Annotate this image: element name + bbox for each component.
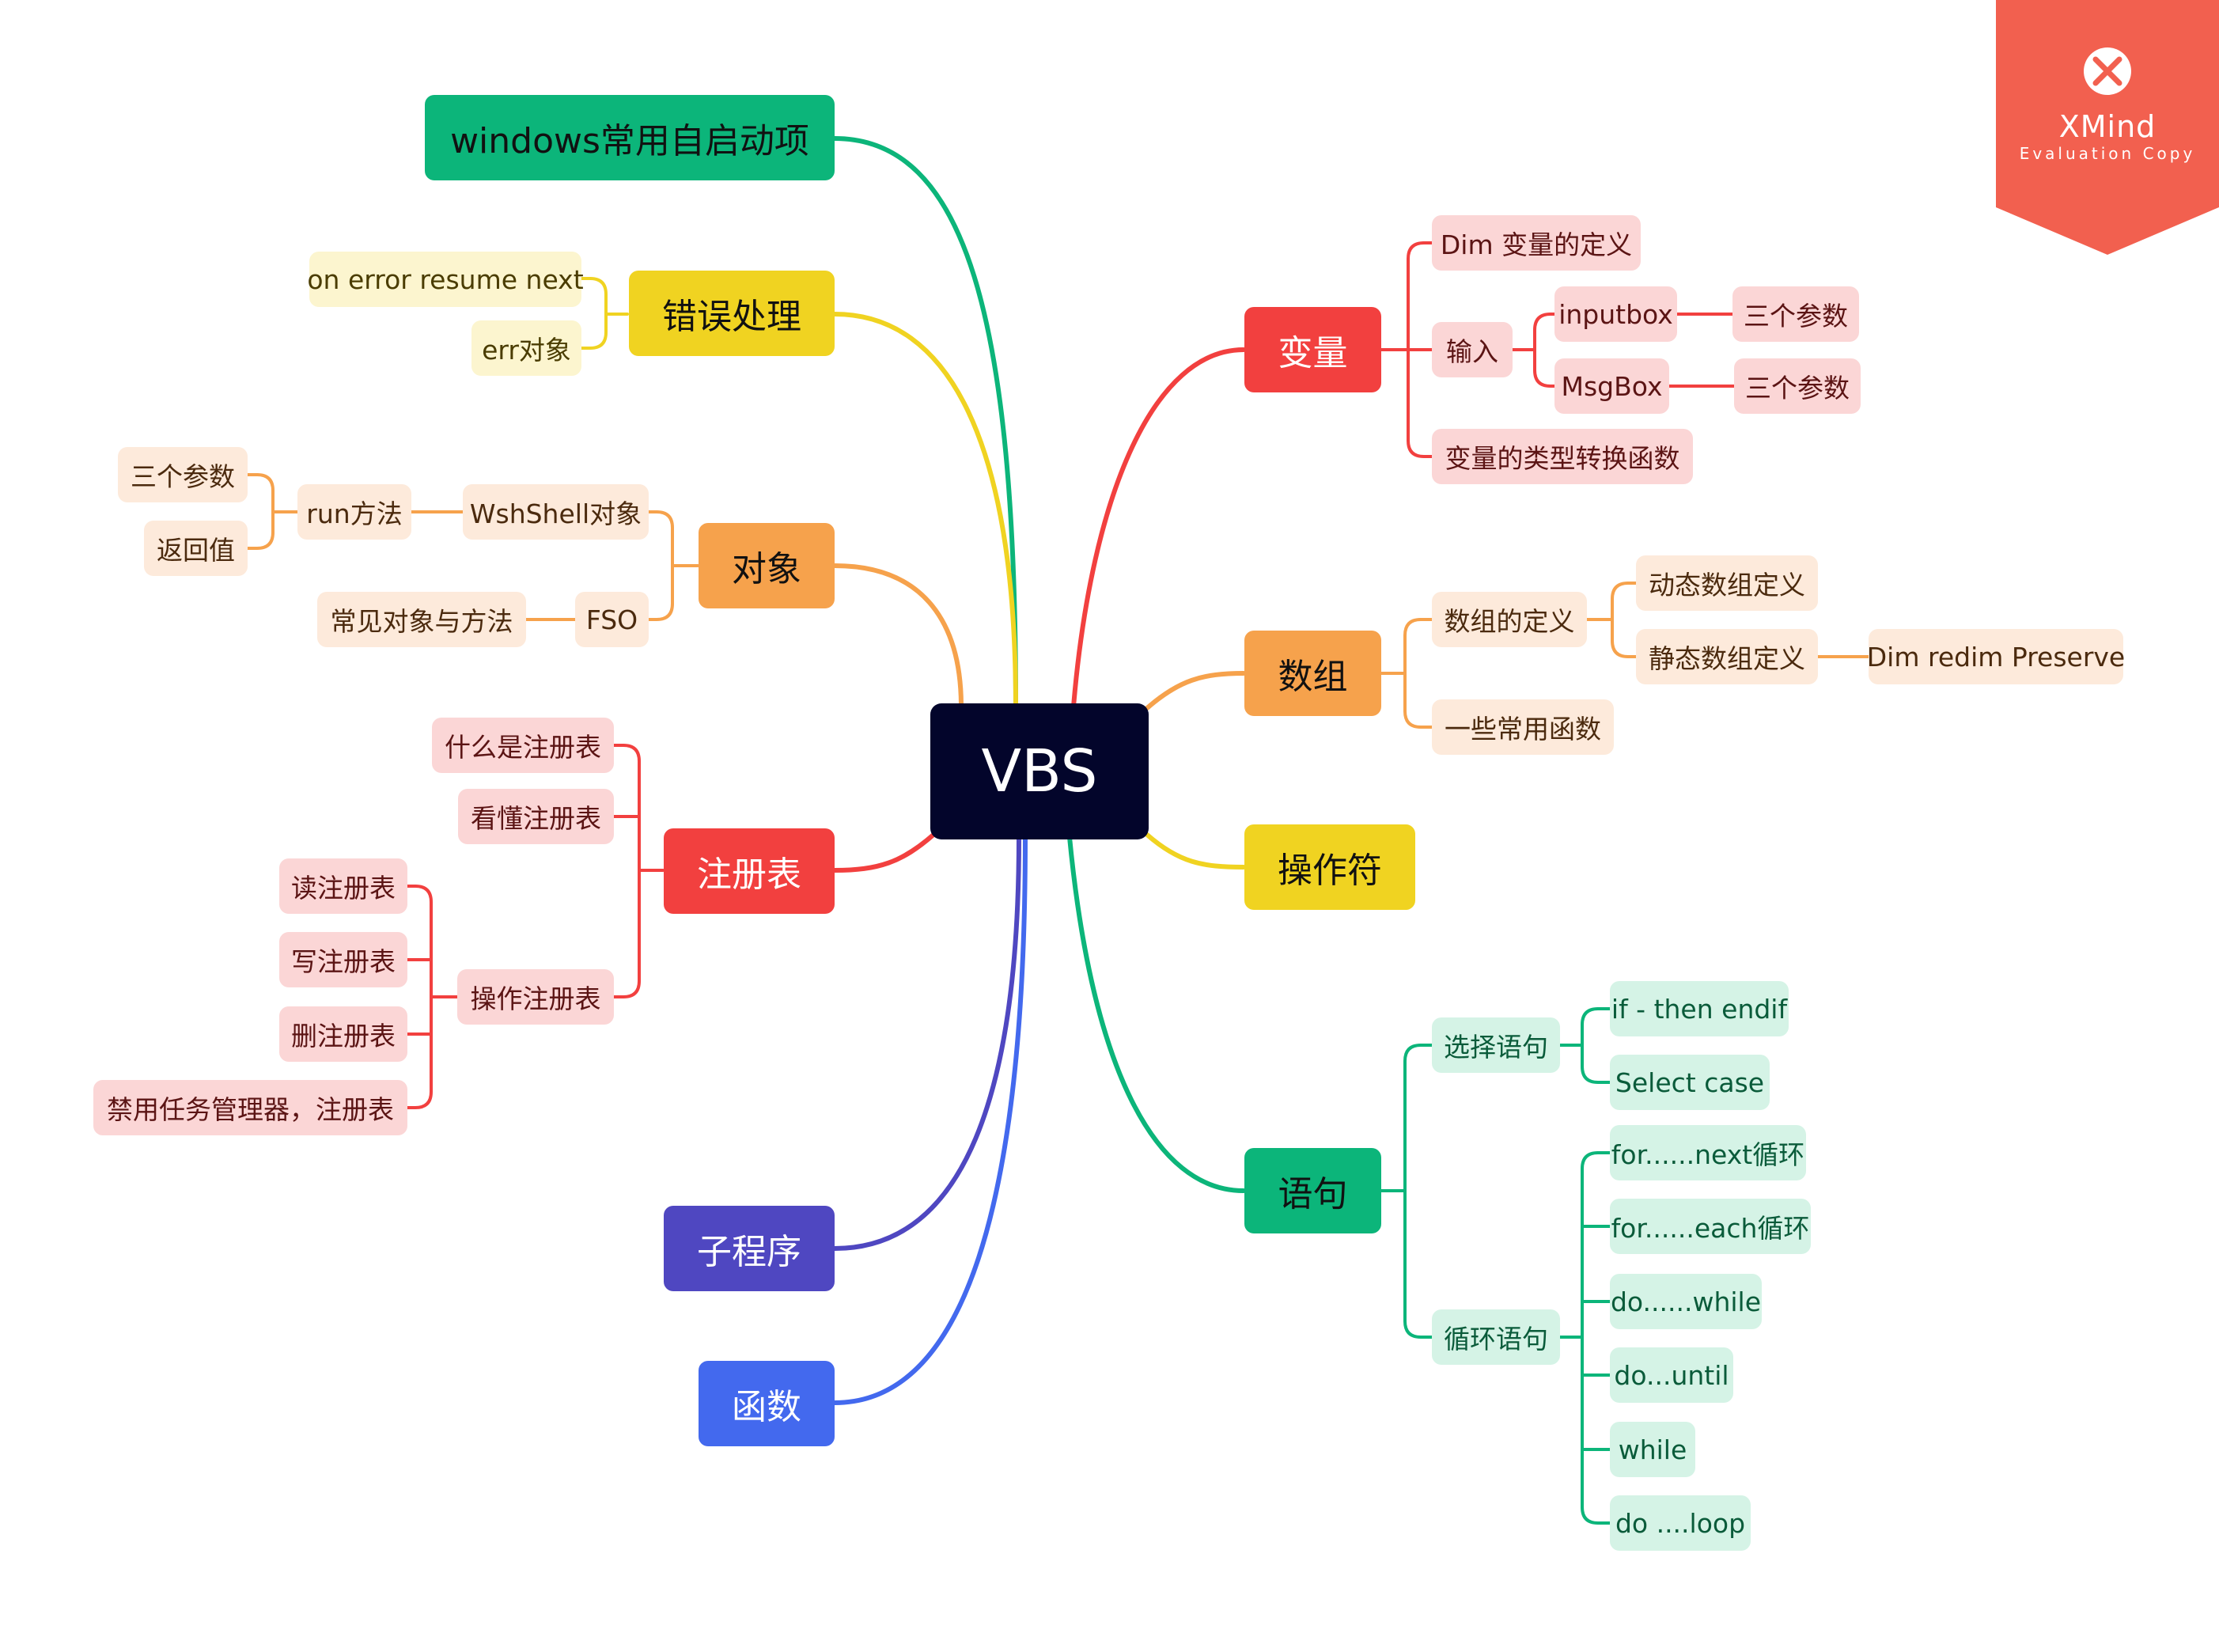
variable-dim[interactable]: Dim 变量的定义 (1432, 215, 1641, 271)
topic-function[interactable]: 函数 (699, 1361, 835, 1446)
xmind-watermark: XMind Evaluation Copy (1996, 0, 2219, 255)
object-wshshell[interactable]: WshShell对象 (463, 484, 649, 540)
central-topic[interactable]: VBS (930, 703, 1149, 839)
loop-for-next[interactable]: for......next循环 (1610, 1125, 1806, 1180)
topic-array[interactable]: 数组 (1244, 631, 1381, 716)
watermark-brand: XMind (2058, 109, 2157, 144)
registry-write[interactable]: 写注册表 (279, 932, 407, 987)
loop-do-until[interactable]: do...until (1610, 1347, 1733, 1403)
loop-while[interactable]: while (1610, 1422, 1695, 1477)
topic-operator[interactable]: 操作符 (1244, 824, 1415, 910)
run-three-params[interactable]: 三个参数 (118, 447, 248, 502)
topic-variable[interactable]: 变量 (1244, 307, 1381, 392)
branch-line-object (832, 563, 964, 709)
topic-object[interactable]: 对象 (699, 523, 835, 608)
branch-line-statement (1067, 835, 1246, 1193)
array-dynamic-def[interactable]: 动态数组定义 (1636, 555, 1818, 611)
statement-loop[interactable]: 循环语句 (1432, 1309, 1560, 1365)
loop-for-each[interactable]: for......each循环 (1610, 1199, 1811, 1254)
error-item-resume-next[interactable]: on error resume next (307, 252, 584, 307)
topic-startup[interactable]: windows常用自启动项 (425, 95, 835, 180)
xmind-logo-icon (2084, 47, 2131, 95)
branch-line-error (832, 312, 1018, 709)
error-item-err-object[interactable]: err对象 (471, 320, 581, 376)
registry-delete[interactable]: 删注册表 (279, 1006, 407, 1062)
fso-common-objects[interactable]: 常见对象与方法 (317, 592, 526, 647)
topic-registry[interactable]: 注册表 (664, 828, 835, 914)
branch-line-array (1145, 671, 1246, 710)
topic-error-handling[interactable]: 错误处理 (629, 271, 835, 356)
array-common-functions[interactable]: 一些常用函数 (1432, 699, 1614, 755)
registry-disable-taskmgr[interactable]: 禁用任务管理器，注册表 (93, 1080, 407, 1135)
array-static-def[interactable]: 静态数组定义 (1636, 629, 1818, 684)
run-return-value[interactable]: 返回值 (144, 521, 248, 576)
array-definition[interactable]: 数组的定义 (1432, 592, 1587, 647)
select-select-case[interactable]: Select case (1610, 1055, 1770, 1110)
inputbox-three-params[interactable]: 三个参数 (1732, 286, 1859, 342)
registry-understand[interactable]: 看懂注册表 (458, 789, 614, 844)
variable-convert[interactable]: 变量的类型转换函数 (1432, 429, 1693, 484)
topic-subroutine[interactable]: 子程序 (664, 1206, 835, 1291)
branch-line-variable (1071, 347, 1246, 709)
registry-operate[interactable]: 操作注册表 (457, 969, 614, 1025)
branch-line-function (832, 835, 1028, 1405)
input-inputbox[interactable]: inputbox (1554, 286, 1677, 342)
registry-what-is[interactable]: 什么是注册表 (432, 718, 614, 773)
statement-select[interactable]: 选择语句 (1432, 1017, 1560, 1073)
topic-statement[interactable]: 语句 (1244, 1148, 1381, 1233)
registry-read[interactable]: 读注册表 (279, 858, 407, 914)
select-if-then-endif[interactable]: if - then endif (1610, 981, 1789, 1036)
object-fso[interactable]: FSO (575, 592, 649, 647)
loop-do-while[interactable]: do......while (1610, 1274, 1762, 1329)
branch-line-registry (832, 832, 936, 873)
input-msgbox[interactable]: MsgBox (1554, 358, 1669, 414)
watermark-note: Evaluation Copy (2019, 144, 2196, 163)
branch-line-subroutine (832, 835, 1021, 1251)
msgbox-three-params[interactable]: 三个参数 (1734, 358, 1861, 414)
branch-line-startup (832, 136, 1018, 709)
array-dim-redim-preserve[interactable]: Dim redim Preserve (1867, 629, 2125, 684)
variable-input[interactable]: 输入 (1432, 322, 1513, 377)
branch-line-operator (1145, 832, 1246, 870)
watermark-ribbon (1996, 0, 2219, 255)
loop-do-loop[interactable]: do ....loop (1610, 1495, 1751, 1551)
wshshell-run-method[interactable]: run方法 (297, 484, 411, 540)
